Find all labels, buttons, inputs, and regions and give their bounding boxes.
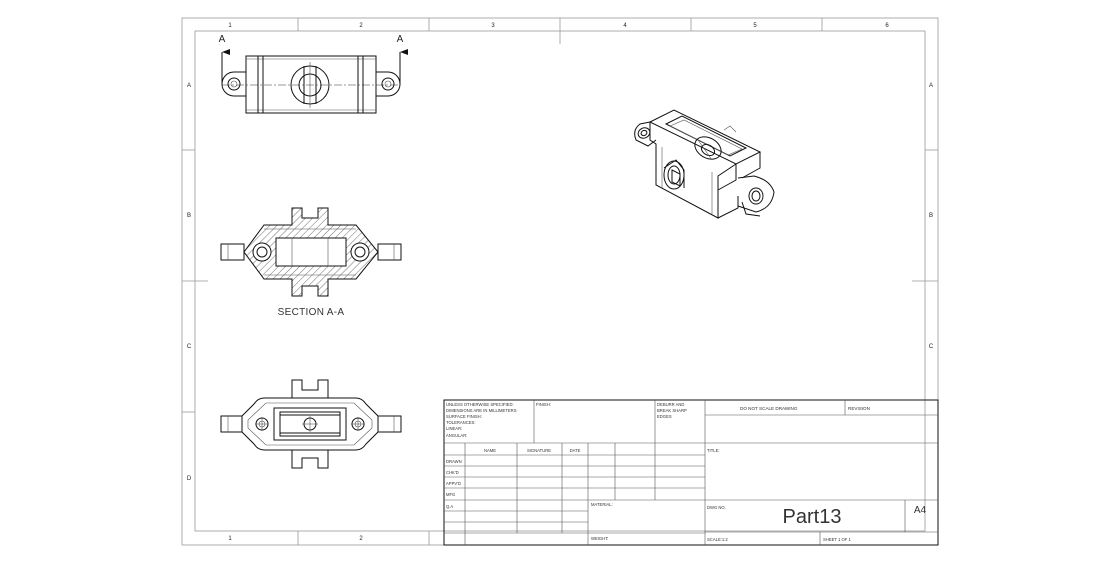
tb-unless-line-3: SURFACE FINISH: [446, 414, 482, 419]
tb-weight-label: WEIGHT: [591, 536, 608, 541]
tb-do-not-scale: DO NOT SCALE DRAWING [740, 406, 798, 411]
tb-unless-line-2: DIMENSIONS ARE IN MILLIMETERS [446, 408, 517, 413]
tb-col-name: NAME [484, 448, 496, 453]
tb-title-label: TITLE: [707, 448, 720, 453]
isometric-view [634, 109, 775, 219]
zone-row-c-left: C [187, 344, 192, 350]
section-marker-left: A [219, 34, 226, 45]
zone-row-c-right: C [929, 344, 934, 350]
tb-deburr-line-1: DEBURR AND [657, 402, 684, 407]
tb-revision-label: REVISION [848, 406, 870, 411]
zone-col-6-top: 6 [885, 23, 889, 29]
top-view: A A [219, 34, 408, 114]
zone-row-b-right: B [929, 213, 933, 219]
zone-row-a-left: A [187, 83, 191, 89]
zone-col-1-top: 1 [228, 23, 232, 29]
section-view: SECTION A-A [220, 207, 402, 318]
tb-unless-line-1: UNLESS OTHERWISE SPECIFIED: [446, 402, 514, 407]
zone-col-4-top: 4 [623, 23, 627, 29]
zone-row-d-left: D [187, 476, 192, 482]
zone-col-3-top: 3 [491, 23, 495, 29]
tb-deburr-line-3: EDGES [657, 414, 672, 419]
tb-row-appvd: APPV'D [446, 481, 461, 486]
tb-col-signature: SIGNATURE [527, 448, 551, 453]
zone-row-b-left: B [187, 213, 191, 219]
tb-material-label: MATERIAL: [591, 502, 613, 507]
zone-col-2-top: 2 [359, 23, 363, 29]
sheet-size: A4 [914, 505, 927, 516]
tb-unless-line-5: LINEAR: [446, 426, 462, 431]
tb-dwg-no-label: DWG NO. [707, 505, 726, 510]
zone-row-a-right: A [929, 83, 933, 89]
tb-deburr-line-2: BREAK SHARP [657, 408, 687, 413]
title-block: UNLESS OTHERWISE SPECIFIED: DIMENSIONS A… [443, 399, 939, 546]
tb-row-qa: Q.A [446, 504, 453, 509]
section-label: SECTION A-A [278, 307, 345, 318]
tb-unless-line-6: ANGULAR: [446, 433, 467, 438]
part-name: Part13 [783, 506, 842, 528]
tb-scale-label: SCALE:1:2 [707, 537, 728, 542]
tb-col-date: DATE [570, 448, 581, 453]
zone-labels: 1 2 3 4 5 6 1 2 A B C D A B C [187, 23, 934, 542]
tb-row-drawn: DRAWN [446, 459, 462, 464]
zone-col-2-bottom: 2 [359, 536, 363, 542]
tb-row-chkd: CHK'D [446, 470, 459, 475]
zone-col-5-top: 5 [753, 23, 757, 29]
tb-row-mfg: MFG [446, 492, 455, 497]
zone-col-1-bottom: 1 [228, 536, 232, 542]
section-marker-right: A [397, 34, 404, 45]
bottom-view [220, 379, 402, 469]
tb-finish-label: FINISH: [536, 402, 551, 407]
tb-sheet-label: SHEET 1 OF 1 [823, 537, 852, 542]
tb-unless-line-4: TOLERANCES: [446, 420, 475, 425]
